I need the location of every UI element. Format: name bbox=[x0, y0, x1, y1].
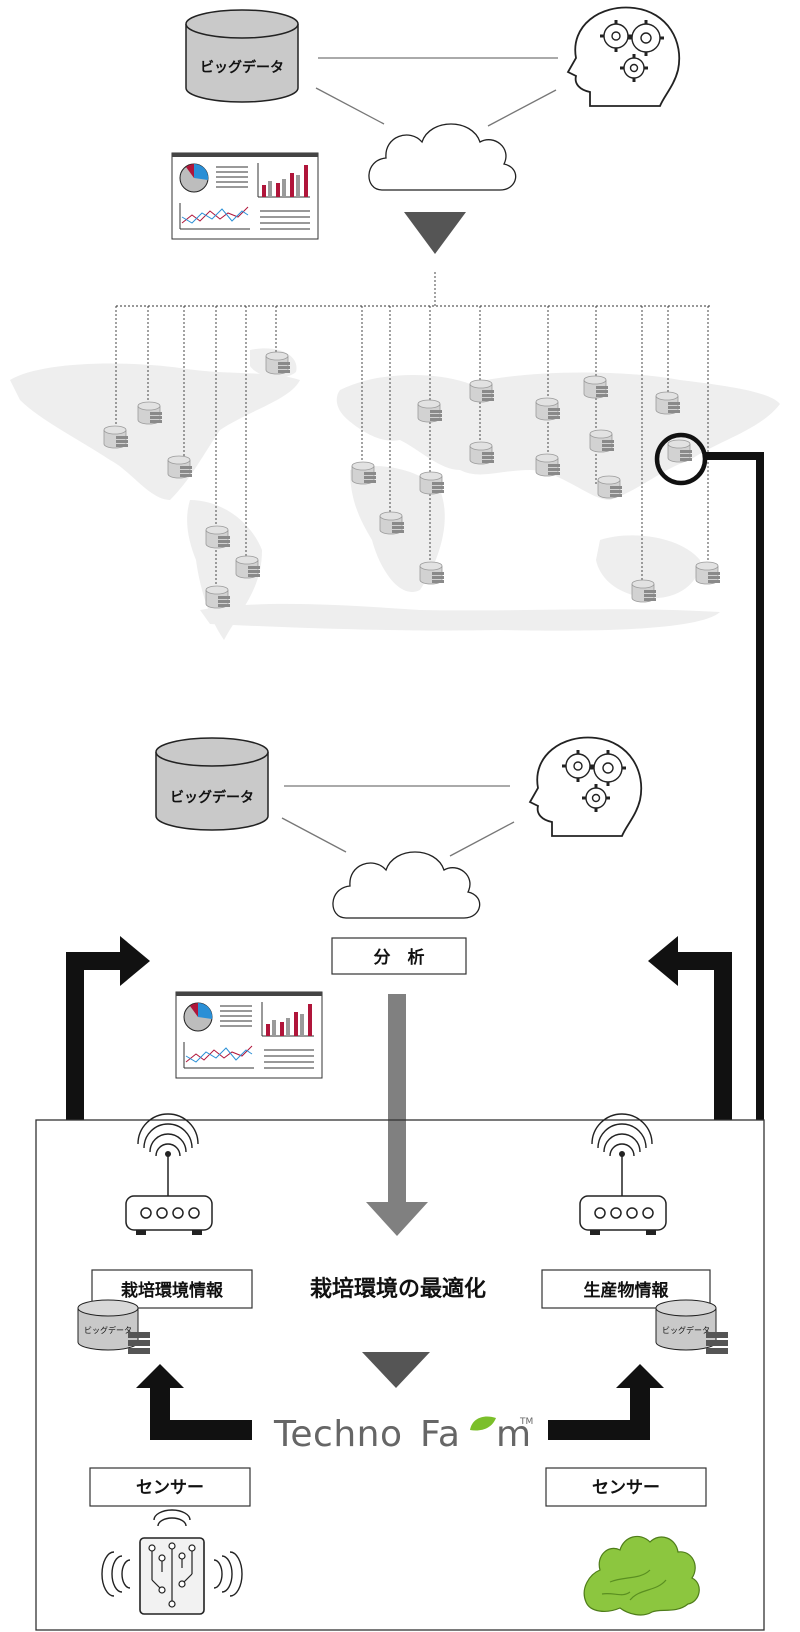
left-router-icon bbox=[125, 1113, 213, 1236]
server-node-icon bbox=[469, 441, 495, 465]
server-node-icon bbox=[695, 561, 721, 585]
server-node-icon bbox=[417, 399, 443, 423]
cultivation-info-label: 栽培環境情報 bbox=[121, 1280, 224, 1301]
mid-big-data-label: ビッグデータ bbox=[170, 789, 254, 806]
right-router-icon bbox=[579, 1113, 667, 1236]
right-sensor-box bbox=[545, 1467, 707, 1507]
techno-farm-logo: Techno Fa m TM bbox=[273, 1414, 533, 1455]
leaf-icon bbox=[470, 1416, 496, 1431]
server-node-icon bbox=[583, 375, 609, 399]
top-links bbox=[315, 57, 558, 127]
server-node-icon bbox=[205, 525, 231, 549]
bottom-down-triangle-icon bbox=[362, 1352, 430, 1388]
right-sensor-label: センサー bbox=[592, 1478, 660, 1498]
server-node-icon bbox=[655, 391, 681, 415]
top-cloud-icon bbox=[368, 123, 517, 191]
feedback-line bbox=[705, 452, 764, 1120]
brand-techno-text: Techno bbox=[273, 1414, 402, 1455]
right-mini-big-data-label: ビッグデータ bbox=[662, 1325, 710, 1335]
gray-arrow-head bbox=[366, 1202, 428, 1236]
server-node-icon bbox=[469, 379, 495, 403]
analysis-label-box bbox=[331, 937, 467, 975]
right-mini-database-icon: ビッグデータ bbox=[655, 1299, 728, 1354]
left-up-bent-arrow bbox=[66, 936, 150, 1120]
server-node-icon bbox=[137, 401, 163, 425]
top-ai-head-icon bbox=[566, 6, 681, 108]
left-bottom-bent-arrow bbox=[136, 1364, 252, 1440]
server-node-icon bbox=[351, 461, 377, 485]
server-node-icon bbox=[265, 351, 291, 375]
top-dashboard-icon bbox=[171, 152, 319, 240]
left-sensor-box bbox=[89, 1467, 251, 1507]
server-node-icon bbox=[589, 429, 615, 453]
gray-arrow-shaft bbox=[388, 994, 406, 1204]
server-node-icon bbox=[419, 561, 445, 585]
left-mini-database-icon: ビッグデータ bbox=[77, 1299, 150, 1354]
server-node-icon bbox=[103, 425, 129, 449]
right-bottom-bent-arrow bbox=[548, 1364, 664, 1440]
produce-info-label: 生産物情報 bbox=[584, 1280, 670, 1301]
top-database-cylinder-icon: ビッグデータ bbox=[185, 9, 299, 103]
right-up-bent-arrow bbox=[648, 936, 732, 1120]
server-node-icon bbox=[167, 455, 193, 479]
server-node-icon bbox=[535, 397, 561, 421]
mid-cloud-icon bbox=[332, 851, 481, 919]
left-mini-big-data-label: ビッグデータ bbox=[84, 1325, 132, 1335]
server-node-icon bbox=[631, 579, 657, 603]
brand-farm-text-a: Fa bbox=[420, 1414, 460, 1455]
server-node-icon bbox=[535, 453, 561, 477]
top-big-data-label: ビッグデータ bbox=[200, 59, 284, 76]
chip-sensor-icon bbox=[101, 1509, 243, 1615]
brand-farm-text-b: m bbox=[496, 1414, 532, 1455]
optimization-title: 栽培環境の最適化 bbox=[310, 1276, 486, 1302]
brand-tm: TM bbox=[519, 1417, 533, 1427]
analysis-label: 分 析 bbox=[374, 947, 425, 968]
left-sensor-label: センサー bbox=[136, 1478, 204, 1498]
mid-ai-head-icon bbox=[528, 736, 643, 838]
distribution-lines bbox=[115, 272, 710, 596]
server-node-icon bbox=[205, 585, 231, 609]
server-node-icon bbox=[379, 511, 405, 535]
top-down-triangle-icon bbox=[404, 212, 466, 254]
server-node-icon bbox=[235, 555, 261, 579]
server-node-icon bbox=[597, 475, 623, 499]
server-node-icon bbox=[667, 439, 693, 463]
mid-dashboard-icon bbox=[175, 991, 323, 1079]
mid-links bbox=[281, 785, 515, 857]
farm-system-box bbox=[35, 1119, 765, 1631]
mid-database-cylinder-icon: ビッグデータ bbox=[155, 737, 269, 831]
server-node-icon bbox=[419, 471, 445, 495]
lettuce-icon bbox=[583, 1535, 700, 1616]
